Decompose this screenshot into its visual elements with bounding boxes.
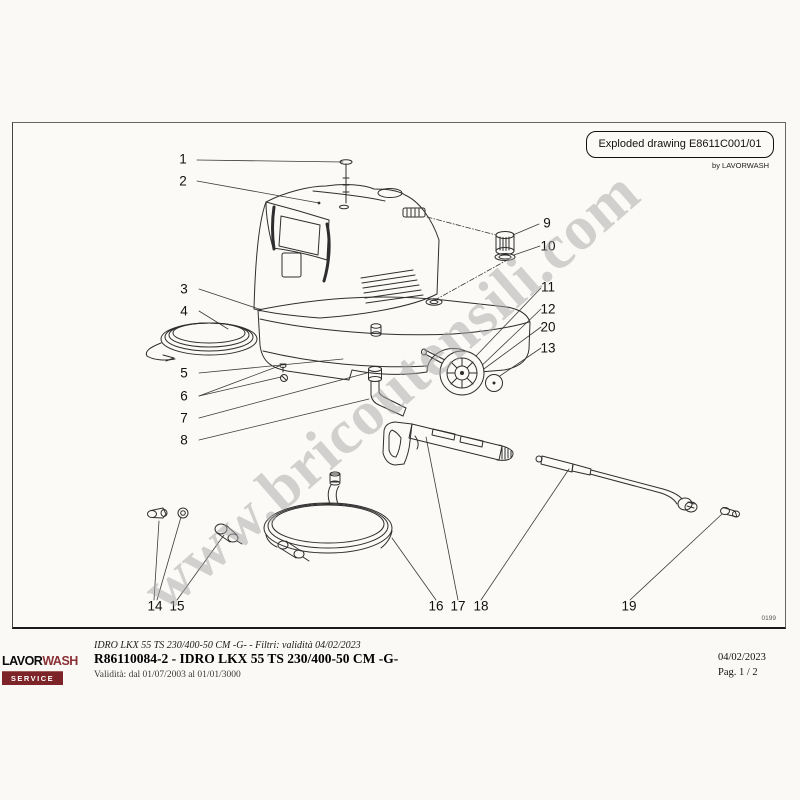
lance-part bbox=[535, 455, 698, 513]
outlet-pipe-part bbox=[368, 366, 407, 417]
hose-coil-part bbox=[145, 322, 258, 362]
footer-validity-line: Validità: dal 01/07/2003 al 01/01/3000 bbox=[94, 670, 241, 680]
footer-date: 04/02/2023 bbox=[718, 652, 766, 663]
small-screws-part bbox=[279, 363, 288, 382]
logo-lavor: LAVOR bbox=[2, 654, 43, 668]
drawing-title-box: Exploded drawing E8611C001/01 bbox=[586, 131, 774, 158]
gun-part bbox=[382, 421, 514, 466]
connectors-part bbox=[147, 507, 243, 545]
logo-service-bar: SERVICE bbox=[2, 671, 63, 685]
footer-page-number: Pag. 1 / 2 bbox=[718, 667, 758, 678]
sheet-number: 0199 bbox=[761, 615, 776, 622]
leader-lines bbox=[153, 159, 723, 601]
tank-cap-part bbox=[494, 231, 516, 261]
wheel-part bbox=[421, 348, 503, 396]
byline-text: by LAVORWASH bbox=[712, 161, 769, 170]
footer-document-title: R86110084-2 - IDRO LKX 55 TS 230/400-50 … bbox=[94, 651, 399, 666]
footer-model-filter-line: IDRO LKX 55 TS 230/400-50 CM -G- - Filtr… bbox=[94, 640, 361, 651]
hood-part bbox=[253, 184, 440, 319]
drawing-title: Exploded drawing E8611C001/01 bbox=[598, 138, 762, 150]
logo-wash: WASH bbox=[42, 654, 78, 668]
exploded-drawing bbox=[145, 159, 740, 601]
hp-hose-part bbox=[263, 471, 393, 562]
nipple-part bbox=[720, 507, 740, 518]
drawing-frame: Exploded drawing E8611C001/01 by LAVORWA… bbox=[12, 122, 786, 629]
body-part bbox=[257, 296, 531, 381]
